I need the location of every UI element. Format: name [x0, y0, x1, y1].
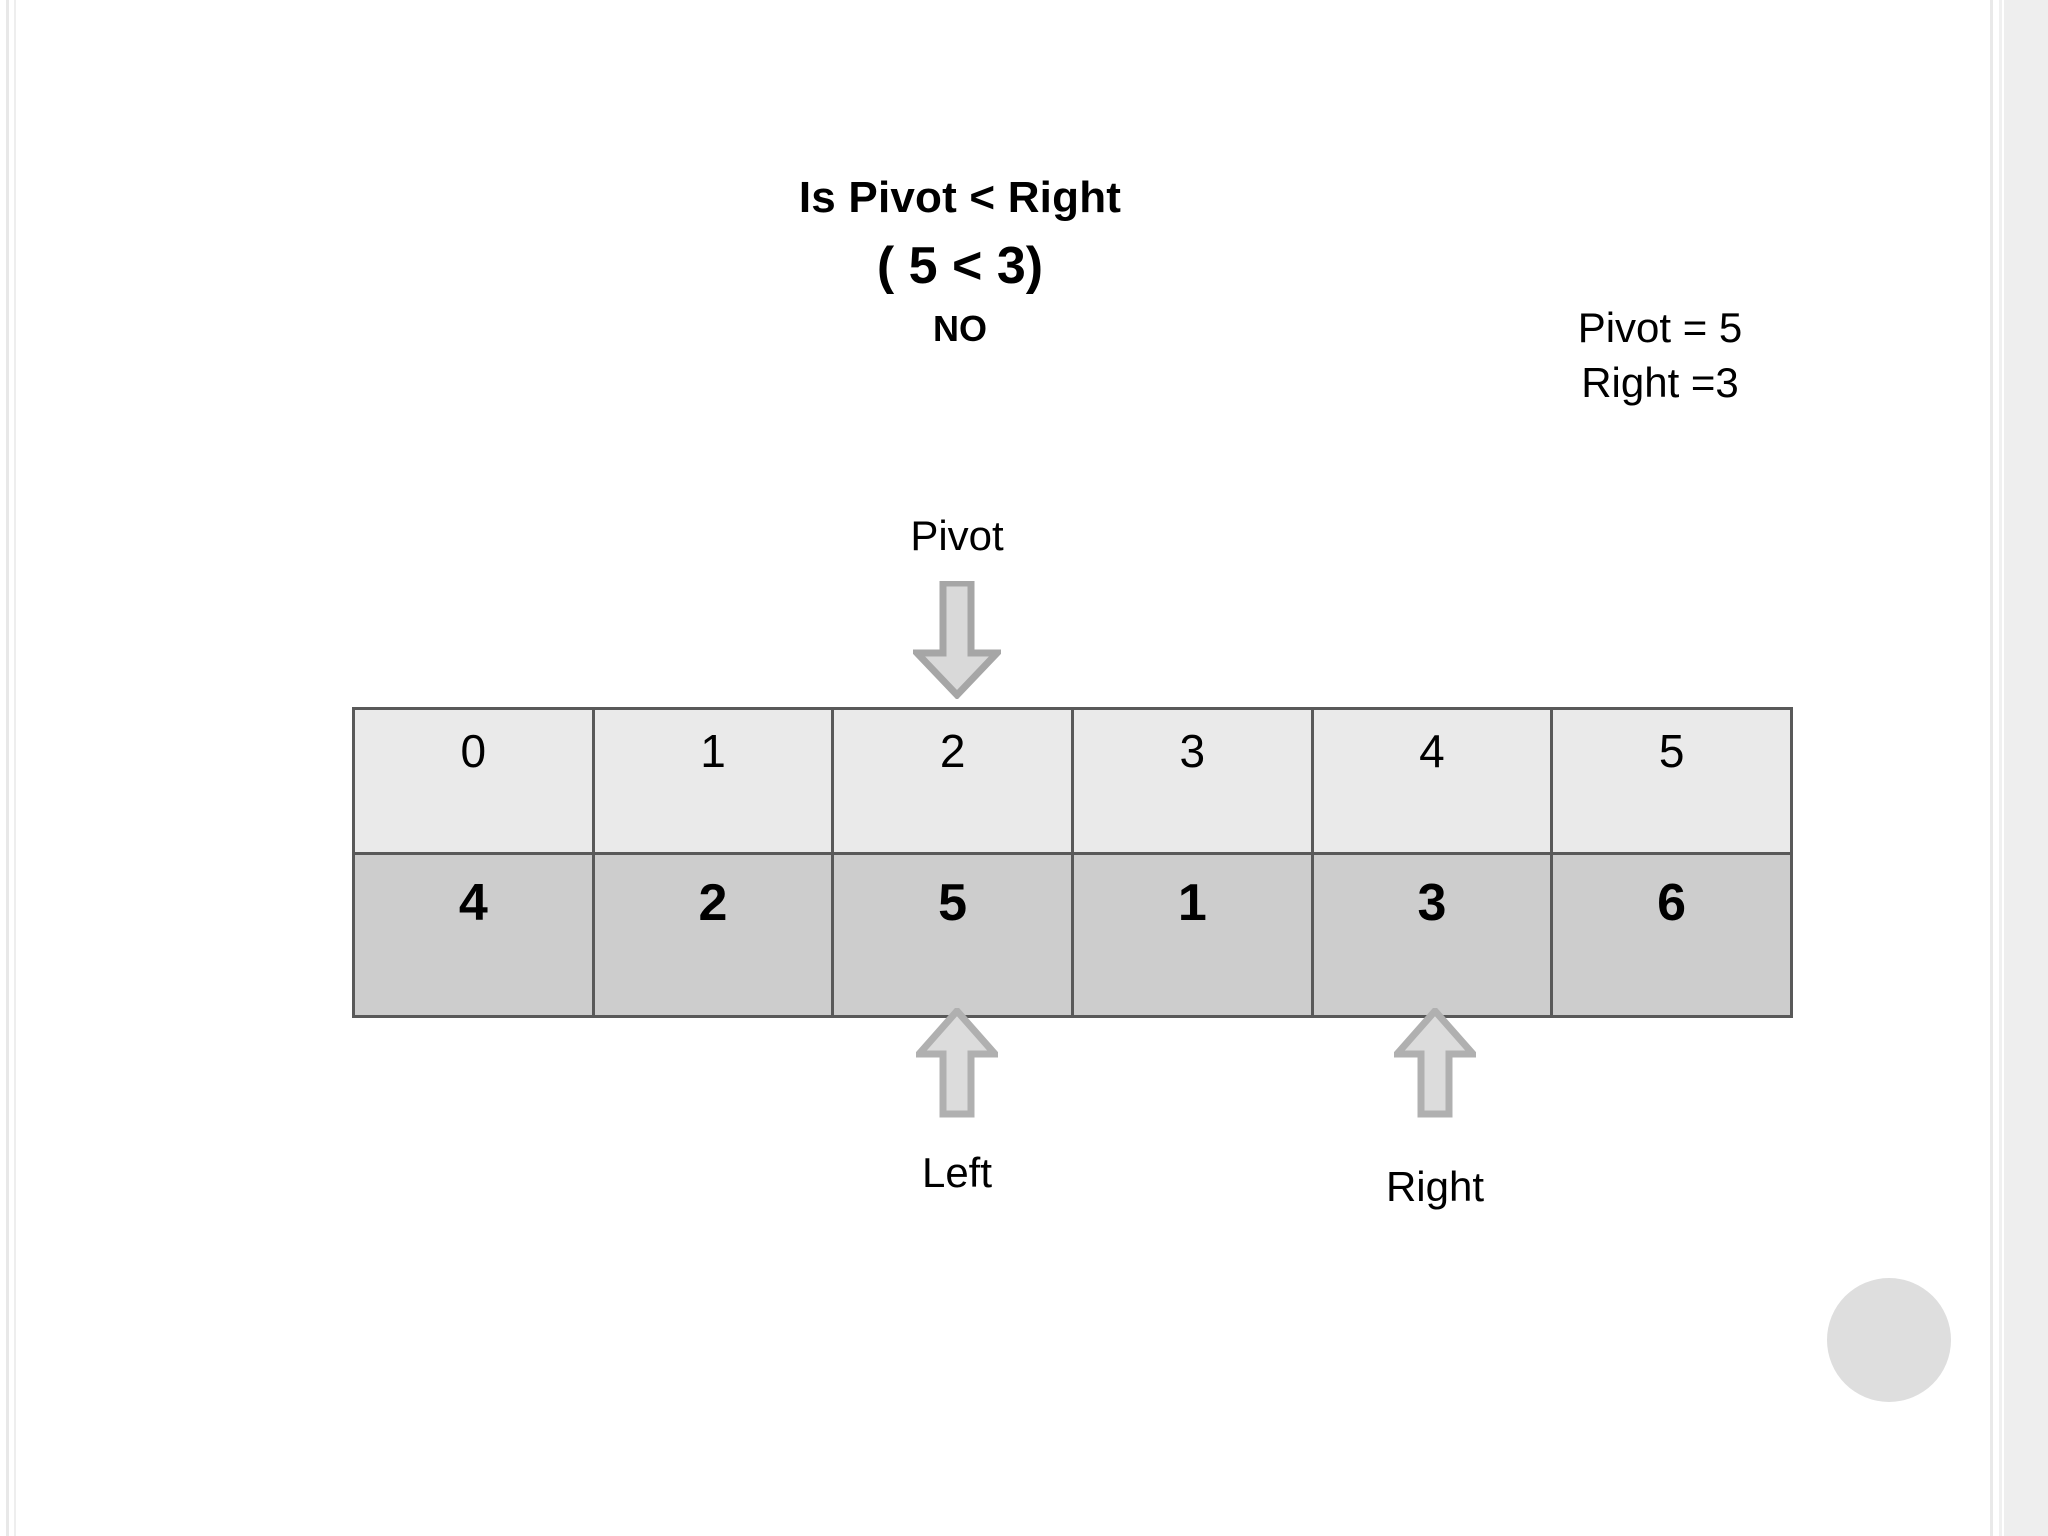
arrow-down-icon	[913, 581, 1001, 699]
array-value-cell[interactable]: 6	[1550, 852, 1793, 1018]
legend-right-value: Right =3	[1581, 359, 1739, 407]
left-pointer-marker: Left	[847, 1008, 1067, 1194]
array-index-row: 0 1 2 3 4 5	[352, 707, 1793, 855]
array-value-cell[interactable]: 4	[352, 852, 595, 1018]
question-condition-text: Is Pivot < Right	[798, 173, 1122, 222]
right-pointer-marker: Right	[1325, 1008, 1545, 1208]
question-block: Is Pivot < Right ( 5 < 3) NO	[640, 173, 1280, 349]
array-index-cell[interactable]: 5	[1550, 707, 1793, 855]
array-value-cell[interactable]: 2	[591, 852, 835, 1018]
decorative-corner-circle	[1827, 1278, 1951, 1402]
array-value-cell[interactable]: 1	[1070, 852, 1314, 1018]
right-pointer-label: Right	[1385, 1163, 1485, 1210]
pivot-marker: Pivot	[857, 515, 1057, 699]
question-answer-text: NO	[933, 307, 987, 349]
array-index-cell[interactable]: 3	[1070, 707, 1314, 855]
legend-pivot-value: Pivot = 5	[1577, 304, 1743, 351]
left-pointer-label: Left	[921, 1149, 993, 1196]
array-value-cell[interactable]: 3	[1310, 852, 1554, 1018]
array-index-cell[interactable]: 4	[1310, 707, 1554, 855]
array-index-cell[interactable]: 0	[352, 707, 595, 855]
array-index-cell[interactable]: 2	[831, 707, 1074, 855]
question-expression-text: ( 5 < 3)	[876, 237, 1044, 296]
page-edge-rule-right-inner	[1990, 0, 1993, 1536]
page-edge-rule-left-outer	[6, 0, 9, 1536]
page-edge-rule-left-inner	[14, 0, 16, 1536]
array-table: 0 1 2 3 4 5 4 2 5 1 3 6	[352, 707, 1793, 1018]
page-edge-panel-right	[2004, 0, 2048, 1536]
right-arrow-container	[1325, 1008, 1545, 1118]
array-value-cell[interactable]: 5	[831, 852, 1074, 1018]
variable-legend: Pivot = 5 Right =3	[1480, 300, 1840, 411]
arrow-up-icon	[1394, 1008, 1476, 1118]
left-arrow-container	[847, 1008, 1067, 1118]
pivot-marker-label: Pivot	[910, 512, 1004, 559]
array-value-row: 4 2 5 1 3 6	[352, 852, 1793, 1018]
page-edge-rule-right-outer	[1999, 0, 2002, 1536]
array-index-cell[interactable]: 1	[591, 707, 835, 855]
pivot-arrow-container	[857, 581, 1057, 699]
arrow-up-icon	[916, 1008, 998, 1118]
